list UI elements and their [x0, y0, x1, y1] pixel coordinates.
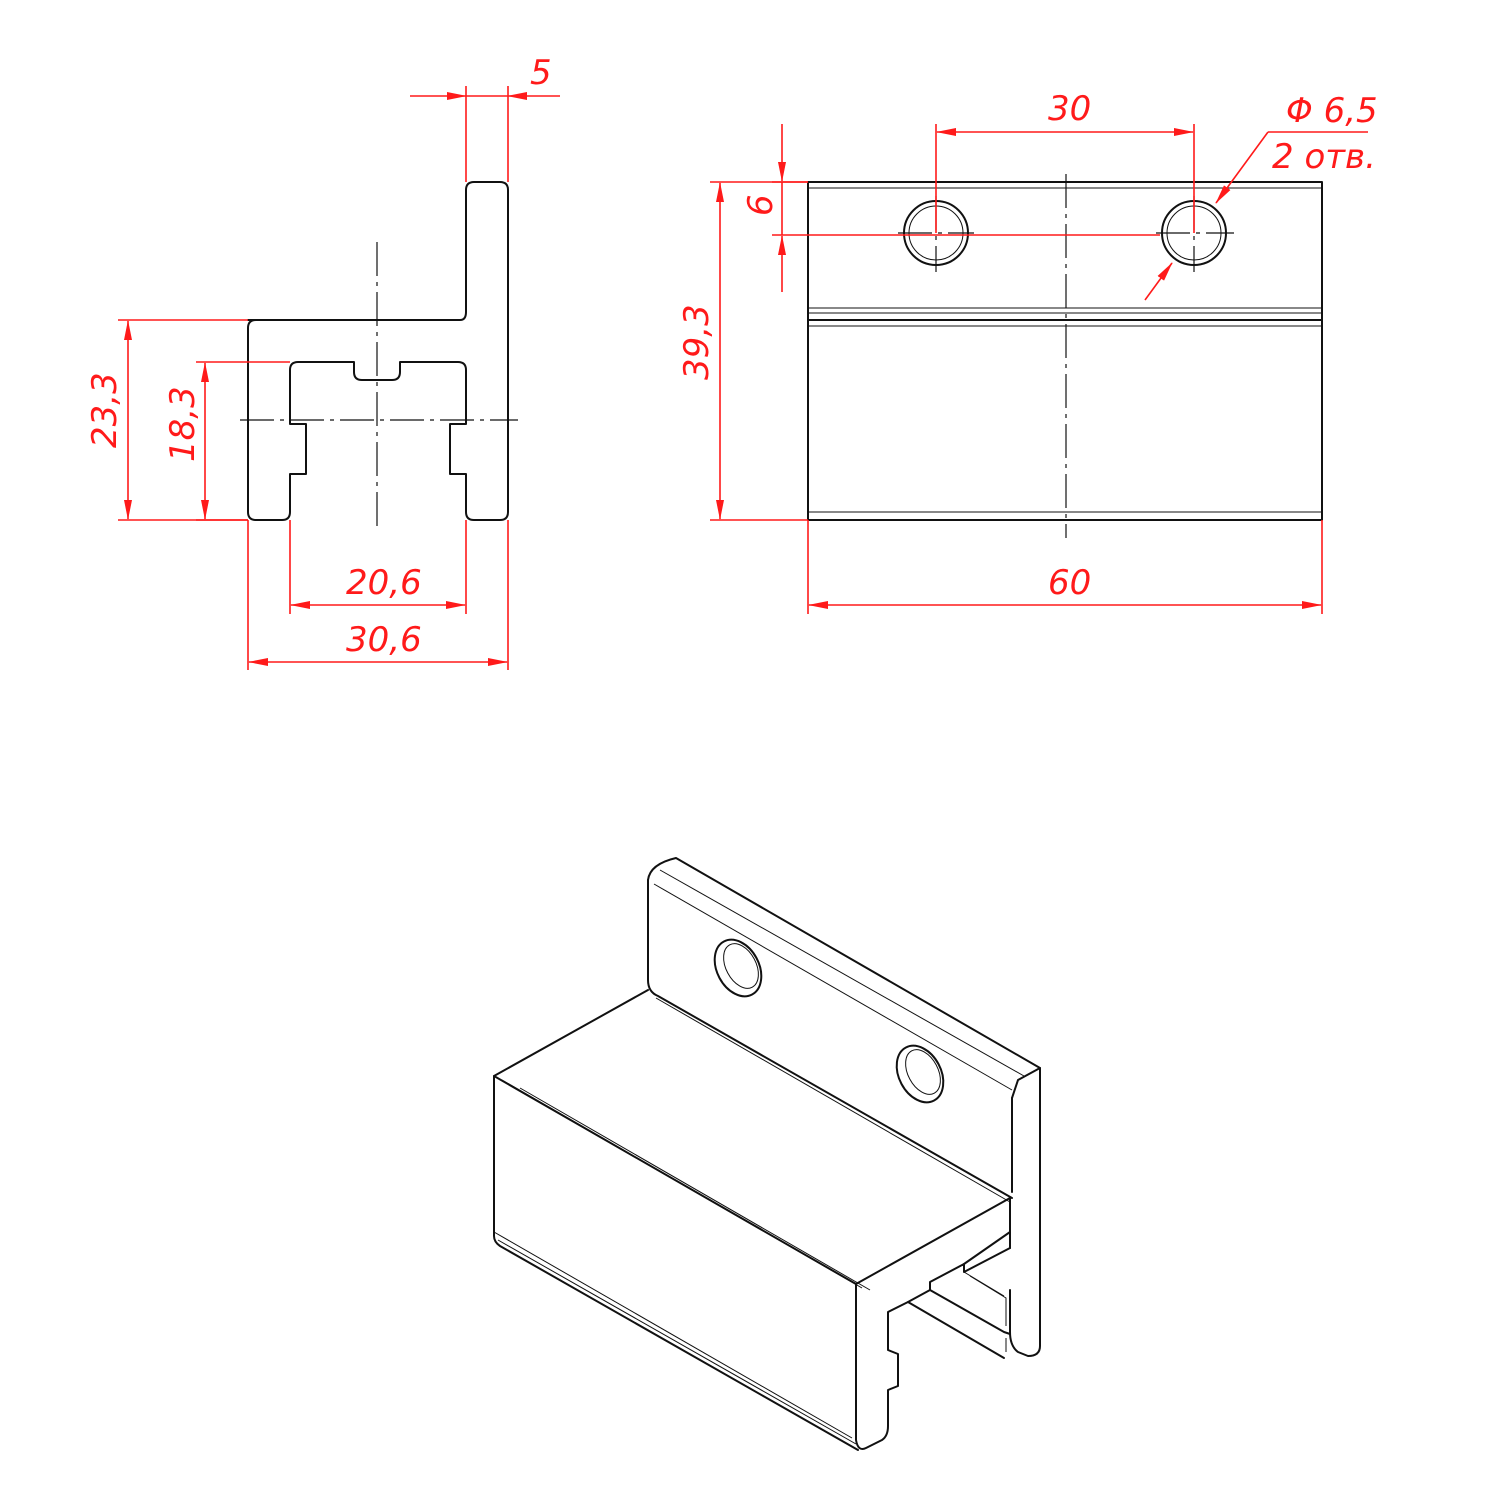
hole-count-label: 2 отв.: [1272, 137, 1376, 177]
dim-flange-thickness: 5: [530, 53, 552, 93]
hole-diameter-label: Φ 6,5: [1286, 91, 1378, 131]
iso-front-face: [493, 1075, 859, 1451]
side-profile-outline: [247, 181, 509, 521]
dim-length: 60: [1048, 563, 1091, 603]
side-view: 5 23,3 18,3 20,6 30,6: [85, 53, 560, 670]
iso-end-profile: [855, 1247, 1011, 1450]
dim-outer-height: 23,3: [85, 372, 125, 448]
front-outline: [807, 181, 1323, 521]
front-view: 30 6 39,3 60 Φ 6,5 2 отв.: [677, 89, 1378, 614]
iso-hole-left: [713, 938, 763, 998]
dim-hole-offset: 6: [741, 194, 781, 216]
dim-inner-width: 20,6: [346, 563, 422, 603]
iso-hole-right: [895, 1044, 945, 1104]
iso-flange-top: [647, 857, 1041, 1099]
dim-outer-width: 30,6: [346, 620, 422, 660]
dim-inner-height: 18,3: [163, 386, 203, 462]
iso-flange-front-face: [647, 879, 1013, 1199]
dim-hole-spacing: 30: [1048, 89, 1091, 129]
dim-total-height: 39,3: [677, 304, 717, 380]
isometric-view: [493, 857, 1041, 1451]
mounting-hole-right: [1156, 196, 1234, 272]
iso-channel-top: [493, 989, 1011, 1285]
iso-flange-side: [1009, 1067, 1041, 1357]
